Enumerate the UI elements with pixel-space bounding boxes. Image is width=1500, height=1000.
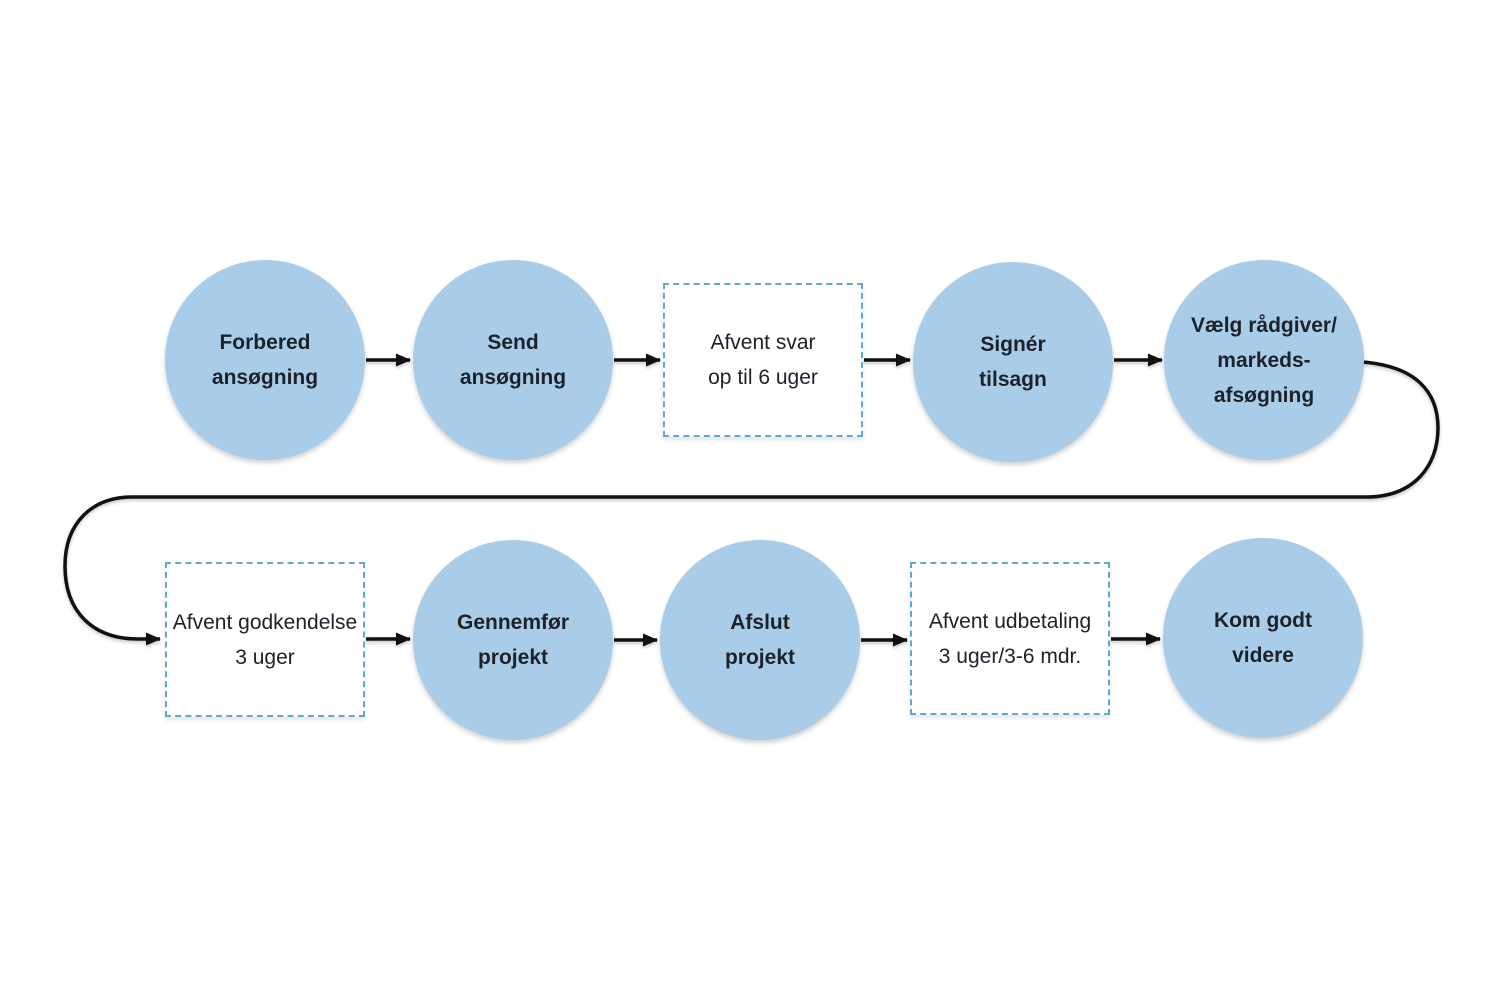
step-label-line: Afslut — [730, 611, 790, 634]
wait-afvent-svar: Afvent svar op til 6 uger — [663, 283, 863, 437]
step-label-line: afsøgning — [1213, 383, 1315, 407]
step-label-line: Forbered — [219, 331, 311, 354]
step-kom-godt-videre: Kom godt videre — [1163, 538, 1363, 738]
step-label-line: Gennemfør — [456, 611, 569, 634]
step-label-line: projekt — [477, 646, 548, 669]
step-label-line: ansøgning — [211, 366, 319, 389]
step-label-line: videre — [1232, 644, 1294, 667]
wait-label-line: Afvent godkendelse — [172, 610, 358, 634]
step-afslut-projekt: Afslut projekt — [660, 540, 860, 740]
step-label-line: ansøgning — [459, 366, 567, 389]
step-label-line: Kom godt — [1214, 609, 1312, 632]
step-send-ansogning: Send ansøgning — [413, 260, 613, 460]
wait-afvent-godkendelse: Afvent godkendelse 3 uger — [165, 562, 365, 717]
step-label-line: projekt — [724, 646, 795, 669]
loop-connector — [63, 360, 1440, 646]
step-label-line: Signér — [980, 333, 1046, 356]
step-label-line: Vælg rådgiver/ — [1191, 313, 1337, 337]
step-label-line: tilsagn — [979, 368, 1047, 391]
step-valg-radgiver-markedsafsogning: Vælg rådgiver/ markeds- afsøgning — [1164, 260, 1364, 460]
step-signer-tilsagn: Signér tilsagn — [913, 262, 1113, 462]
step-label-line: markeds- — [1217, 348, 1311, 372]
wait-label-line: Afvent svar — [710, 331, 816, 354]
wait-label-line: Afvent udbetaling — [928, 609, 1092, 633]
wait-label-line: 3 uger — [235, 645, 295, 669]
step-forbered-ansogning: Forbered ansøgning — [165, 260, 365, 460]
wait-label-line: 3 uger/3-6 mdr. — [938, 644, 1082, 668]
step-label-line: Send — [487, 331, 539, 354]
wait-afvent-udbetaling: Afvent udbetaling 3 uger/3-6 mdr. — [910, 562, 1110, 715]
step-gennemfor-projekt: Gennemfør projekt — [413, 540, 613, 740]
wait-label-line: op til 6 uger — [708, 366, 818, 389]
